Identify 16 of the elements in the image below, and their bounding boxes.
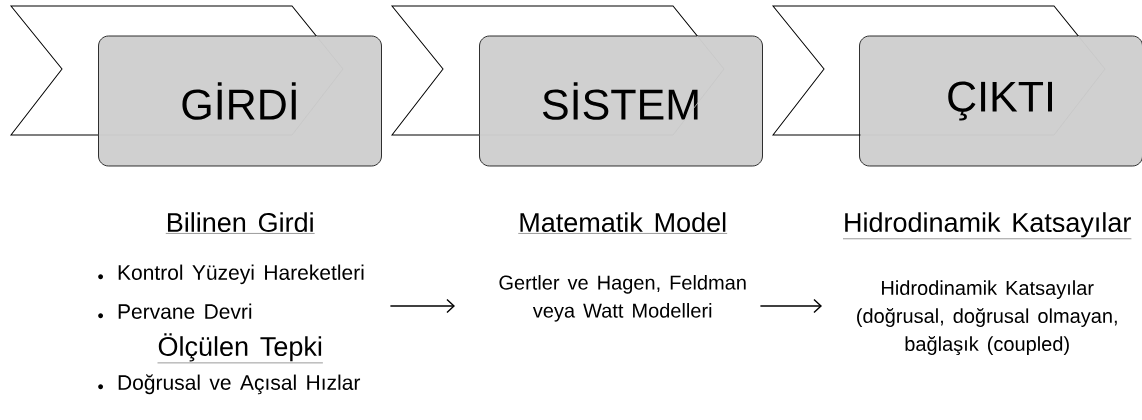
chevron-shape — [10, 5, 344, 136]
process-box: SİSTEM — [479, 35, 763, 167]
chevron-shape — [772, 5, 1106, 136]
node-label: Doğrusal ve Açısal Hızlar — [118, 374, 361, 395]
chevron-shape — [391, 5, 725, 136]
node-label: Pervane Devri — [118, 303, 252, 319]
process-box: ÇIKTI — [859, 35, 1142, 167]
text-block: Matematik Model Gertler ve Hagen, Feldman veya Watt Modelleri — [499, 212, 746, 322]
text-block: Bilinen Girdi Kontrol Yüzeyi Hareketleri Pervane Devri Ölçülen Tepki Doğrusal ve Açısal Hızlar — [98, 212, 364, 395]
node-label: Bilinen Girdi — [167, 212, 313, 233]
node-label: Ölçülen Tepki — [158, 333, 322, 362]
text-block: Hidrodinamik Katsayılar Hidrodinamik Katsayılar (doğrusal, doğrusal olmayan, bağlaşık (coupled) — [842, 212, 1132, 356]
arrow — [389, 298, 455, 314]
node-label: Kontrol Yüzeyi Hareketleri — [118, 264, 364, 285]
process-box: GİRDİ — [98, 35, 382, 167]
arrow — [759, 298, 822, 314]
